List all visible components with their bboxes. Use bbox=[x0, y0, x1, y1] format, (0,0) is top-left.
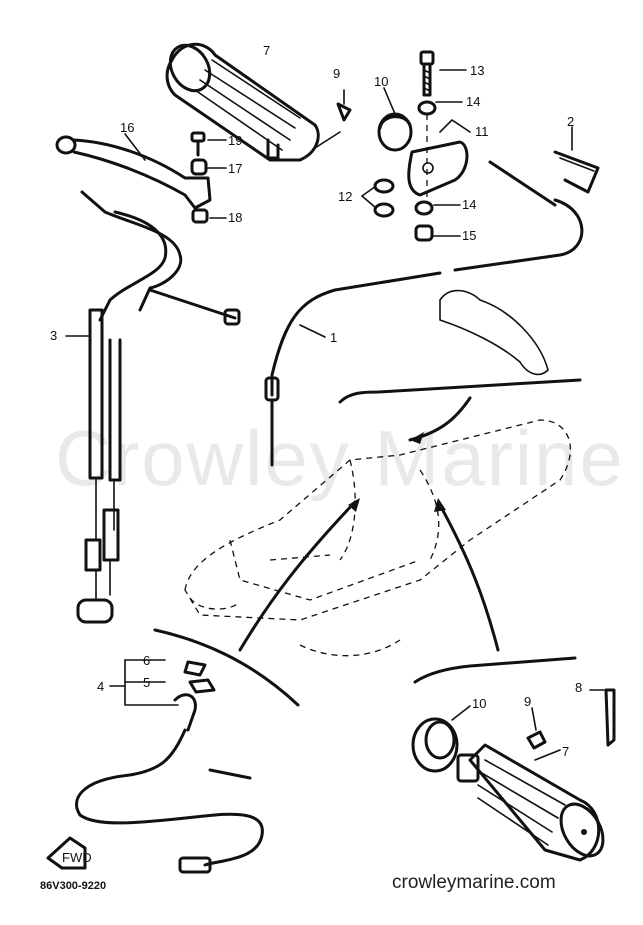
nut-14-lower bbox=[414, 200, 461, 216]
collar-upper bbox=[377, 87, 413, 152]
part-label-17: 17 bbox=[228, 161, 242, 176]
snowmobile-outline bbox=[184, 419, 571, 657]
clip-2 bbox=[553, 126, 600, 194]
collar-17 bbox=[190, 158, 227, 176]
throttle-grip-lower bbox=[456, 743, 605, 862]
part-label-16: 16 bbox=[120, 120, 134, 135]
washers-12 bbox=[361, 178, 395, 218]
callout-bracket-top bbox=[338, 378, 582, 444]
screw-upper bbox=[336, 89, 352, 122]
brake-lever-16 bbox=[55, 133, 212, 210]
screw-lower bbox=[526, 707, 547, 750]
throttle-lever-outline bbox=[439, 289, 549, 376]
part-label-3: 3 bbox=[50, 328, 57, 343]
website-link[interactable]: crowleymarine.com bbox=[392, 872, 556, 893]
part-label-11: 11 bbox=[475, 124, 489, 139]
cable-tie-8 bbox=[589, 688, 616, 747]
nut-15 bbox=[414, 224, 461, 242]
collar-lower bbox=[411, 705, 471, 773]
kill-switch-assembly bbox=[75, 659, 264, 874]
part-label-9-lower: 9 bbox=[524, 694, 531, 709]
bolt-18 bbox=[190, 131, 227, 157]
part-label-19: 18 bbox=[228, 210, 242, 225]
part-label-13: 13 bbox=[470, 63, 484, 78]
part-label-14-upper: 14 bbox=[466, 94, 480, 109]
part-label-12: 12 bbox=[338, 189, 352, 204]
part-label-9-upper: 9 bbox=[333, 66, 340, 81]
leader-lines-lower bbox=[153, 498, 577, 707]
part-label-14-lower: 14 bbox=[462, 197, 476, 212]
bolt-13 bbox=[419, 50, 467, 97]
bracket-11 bbox=[407, 114, 471, 200]
part-label-1: 1 bbox=[330, 330, 337, 345]
forward-arrow: FWD bbox=[46, 836, 92, 870]
forward-arrow-label: FWD bbox=[62, 850, 92, 865]
part-label-4: 4 bbox=[97, 679, 104, 694]
cable-3 bbox=[65, 190, 241, 624]
part-label-7-upper: 7 bbox=[263, 43, 270, 58]
nut-19 bbox=[191, 208, 227, 224]
part-label-18: 19 bbox=[228, 133, 242, 148]
part-label-7-lower: 7 bbox=[562, 744, 569, 759]
part-label-10-upper: 10 bbox=[374, 74, 388, 89]
throttle-grip-upper bbox=[165, 42, 341, 162]
diagram-code: 86V300-9220 bbox=[40, 880, 107, 892]
watermark-text: Crowley Marine bbox=[55, 414, 625, 502]
part-label-6: 6 bbox=[143, 653, 150, 668]
part-label-5: 5 bbox=[143, 675, 150, 690]
part-label-8: 8 bbox=[575, 680, 582, 695]
part-label-10-lower: 10 bbox=[472, 696, 486, 711]
part-label-15: 15 bbox=[462, 228, 476, 243]
nut-14-upper bbox=[417, 100, 463, 116]
part-label-2: 2 bbox=[567, 114, 574, 129]
cable-1 bbox=[264, 160, 584, 467]
